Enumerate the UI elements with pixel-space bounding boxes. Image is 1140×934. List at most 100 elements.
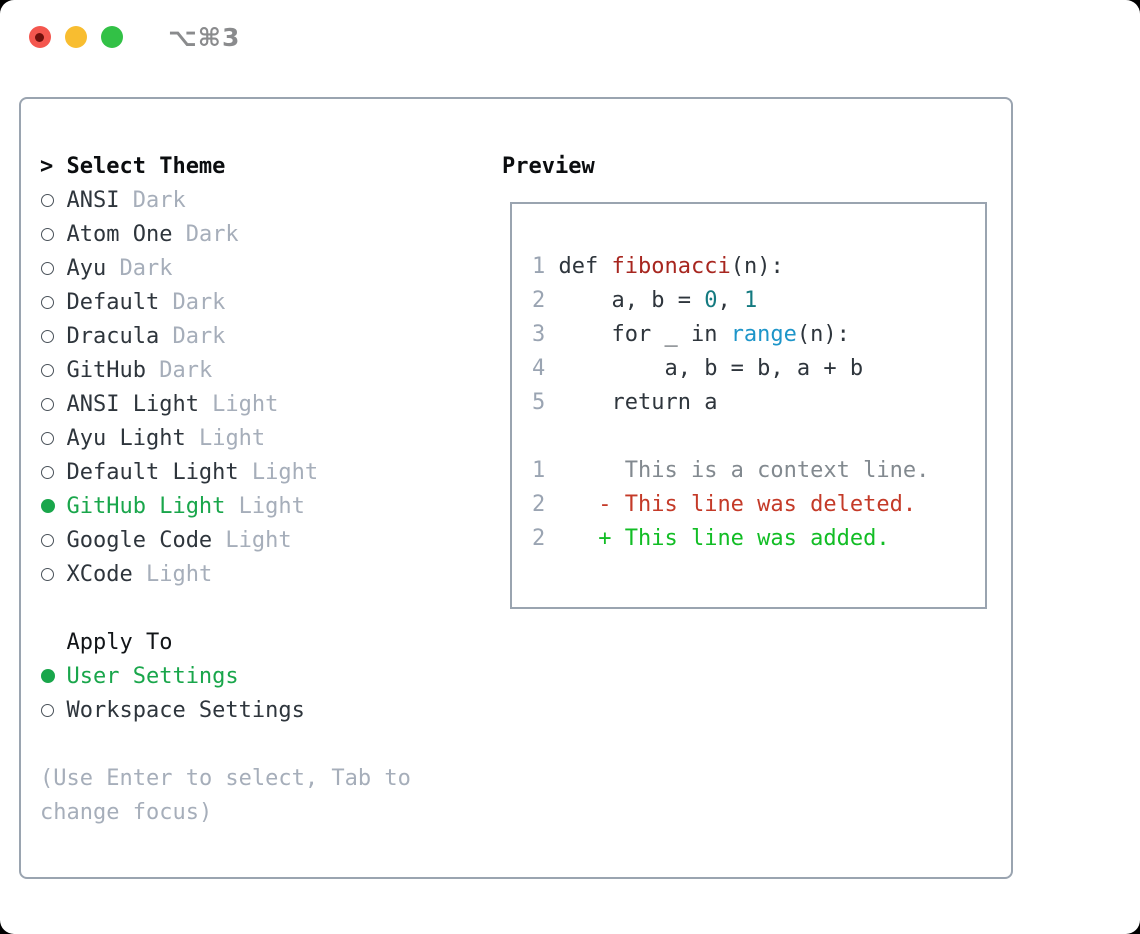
theme-menu-item[interactable]: Default Light Light [40, 456, 490, 490]
preview-line: 4 a, b = b, a + b [532, 352, 985, 386]
theme-menu-title: Select Theme [66, 154, 226, 179]
item-variant-label: Light [212, 528, 292, 553]
item-variant-label: Light [238, 460, 319, 485]
radio-icon [41, 228, 54, 241]
preview-line: 2 + This line was added. [532, 522, 985, 556]
window-title-shortcut: ⌥⌘3 [168, 22, 241, 52]
item-label: XCode [66, 562, 133, 587]
item-variant-label: Light [225, 494, 305, 519]
preview-line [532, 420, 985, 454]
close-button-icon[interactable] [29, 26, 51, 48]
theme-menu-item[interactable]: Google Code Light [40, 524, 490, 558]
theme-menu-item[interactable]: Atom One Dark [40, 218, 490, 252]
code-segment: , [717, 288, 744, 313]
line-number: 5 [532, 390, 546, 415]
code-segment: a, b = [558, 288, 705, 313]
code-segment: a, b = b, a + b [558, 356, 864, 381]
theme-menu-item[interactable]: Default Dark [40, 286, 490, 320]
apply-to-option[interactable]: User Settings [40, 660, 490, 694]
code-segment: + This line was added. [558, 526, 890, 551]
item-label: User Settings [66, 664, 239, 689]
radio-icon [41, 330, 54, 343]
code-segment: (n): [730, 254, 784, 279]
item-variant-label: Dark [119, 188, 186, 213]
item-variant-label: Light [198, 392, 279, 417]
line-number: 1 [532, 458, 546, 483]
item-label: Ayu [66, 256, 107, 281]
item-label: Workspace Settings [66, 698, 305, 723]
radio-icon [41, 262, 54, 275]
code-segment: This is a context line. [558, 458, 930, 483]
radio-icon [41, 398, 54, 411]
preview-line: 2 a, b = 0, 1 [532, 284, 985, 318]
radio-icon [41, 194, 54, 207]
apply-to-option[interactable]: Workspace Settings [40, 694, 490, 728]
code-segment: def [558, 254, 612, 279]
item-label: Atom One [66, 222, 173, 247]
zoom-button-icon[interactable] [101, 26, 123, 48]
theme-menu-item[interactable]: ANSI Dark [40, 184, 490, 218]
item-label: Default [66, 290, 160, 315]
apply-to-heading-row: Apply To [40, 626, 490, 660]
code-segment: 1 [743, 288, 758, 313]
prompt-icon: > [40, 154, 54, 179]
preview-line: 1 This is a context line. [532, 454, 985, 488]
item-variant-label: Dark [159, 324, 226, 349]
item-label: ANSI Light [66, 392, 199, 417]
item-label: GitHub Light [66, 494, 226, 519]
theme-menu-item[interactable]: GitHub Dark [40, 354, 490, 388]
item-label: Ayu Light [66, 426, 186, 451]
item-variant-label: Dark [106, 256, 173, 281]
item-label: Default Light [66, 460, 239, 485]
window-titlebar: ⌥⌘3 [0, 0, 1140, 74]
line-number: 2 [532, 492, 546, 517]
theme-menu-item[interactable]: GitHub Light Light [40, 490, 490, 524]
code-segment: (n): [796, 322, 850, 347]
item-variant-label: Light [132, 562, 213, 587]
item-label: Google Code [66, 528, 213, 553]
radio-icon [41, 704, 54, 717]
item-variant-label: Light [185, 426, 266, 451]
item-label: Dracula [66, 324, 160, 349]
radio-icon [41, 432, 54, 445]
radio-selected-icon [41, 499, 55, 513]
spacer-row [40, 592, 490, 626]
line-number: 1 [532, 254, 546, 279]
preview-pane: Preview 1 def fibonacci(n):2 a, b = 0, 1… [502, 150, 987, 609]
theme-menu-item[interactable]: Ayu Light Light [40, 422, 490, 456]
radio-icon [41, 568, 54, 581]
item-label: GitHub [66, 358, 146, 383]
code-segment: for _ in [558, 322, 731, 347]
radio-icon [41, 364, 54, 377]
preview-line: 2 - This line was deleted. [532, 488, 985, 522]
theme-menu-item[interactable]: Dracula Dark [40, 320, 490, 354]
line-number: 2 [532, 526, 546, 551]
preview-title: Preview [502, 154, 595, 179]
keyboard-hint-line: (Use Enter to select, Tab to [40, 766, 411, 791]
code-segment: fibonacci [611, 254, 731, 279]
theme-menu-item[interactable]: Ayu Dark [40, 252, 490, 286]
code-segment: return a [558, 390, 718, 415]
preview-line: 3 for _ in range(n): [532, 318, 985, 352]
theme-menu-item[interactable]: XCode Light [40, 558, 490, 592]
code-segment: 0 [704, 288, 718, 313]
minimize-button-icon[interactable] [65, 26, 87, 48]
code-segment: range [730, 322, 797, 347]
radio-selected-icon [41, 669, 55, 683]
radio-icon [41, 534, 54, 547]
theme-menu-item[interactable]: ANSI Light Light [40, 388, 490, 422]
item-variant-label: Dark [145, 358, 213, 383]
preview-line: 5 return a [532, 386, 985, 420]
radio-icon [41, 296, 54, 309]
apply-to-title: Apply To [66, 630, 173, 655]
theme-menu-heading: > Select Theme [40, 150, 490, 184]
item-label: ANSI [66, 188, 120, 213]
line-number: 2 [532, 288, 546, 313]
line-number: 3 [532, 322, 546, 347]
preview-line: 1 def fibonacci(n): [532, 250, 985, 284]
